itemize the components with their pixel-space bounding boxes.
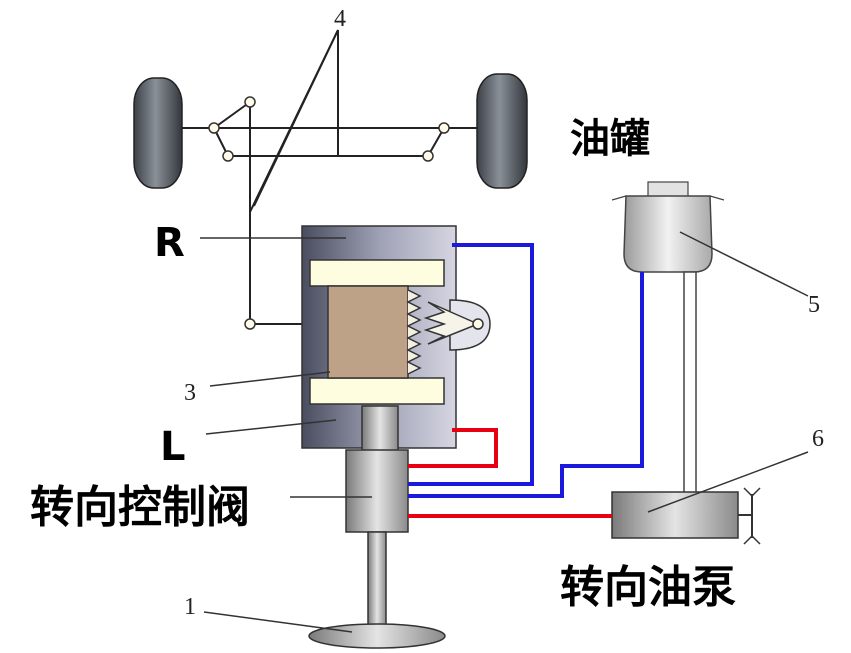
steering-wheel (308, 623, 446, 649)
label-r-chamber: R (154, 220, 185, 266)
label-steering-pump: 转向油泵 (560, 562, 736, 613)
lower-piston-plate (309, 377, 445, 405)
left-wheel (133, 77, 183, 189)
label-oil-tank: 油罐 (570, 116, 650, 162)
pressure-line-l-chamber (408, 428, 498, 468)
sector-gear (423, 301, 480, 345)
power-cylinder (301, 225, 491, 449)
right-wheel (476, 73, 528, 189)
label-l-chamber: L (160, 424, 186, 470)
steering-linkage (182, 29, 478, 325)
rack-teeth (406, 289, 422, 375)
return-line-r-chamber (408, 243, 534, 486)
label-control-valve: 转向控制阀 (30, 482, 250, 533)
return-line-to-tank (408, 272, 644, 498)
oil-tank (611, 181, 725, 273)
upper-piston-plate (309, 259, 445, 287)
steering-column (367, 531, 387, 633)
leader-lines (200, 231, 809, 633)
rack-piston (327, 285, 409, 379)
callout-1: 1 (184, 594, 196, 620)
steering-pump (611, 487, 761, 545)
callout-5: 5 (808, 292, 820, 318)
linkage-joints (208, 96, 450, 330)
valve-stem (361, 405, 399, 453)
control-valve-body (345, 449, 409, 533)
callout-6: 6 (812, 426, 824, 452)
callout-4: 4 (334, 6, 346, 32)
tank-supply-pipe (683, 271, 697, 495)
callout-3: 3 (184, 380, 196, 406)
